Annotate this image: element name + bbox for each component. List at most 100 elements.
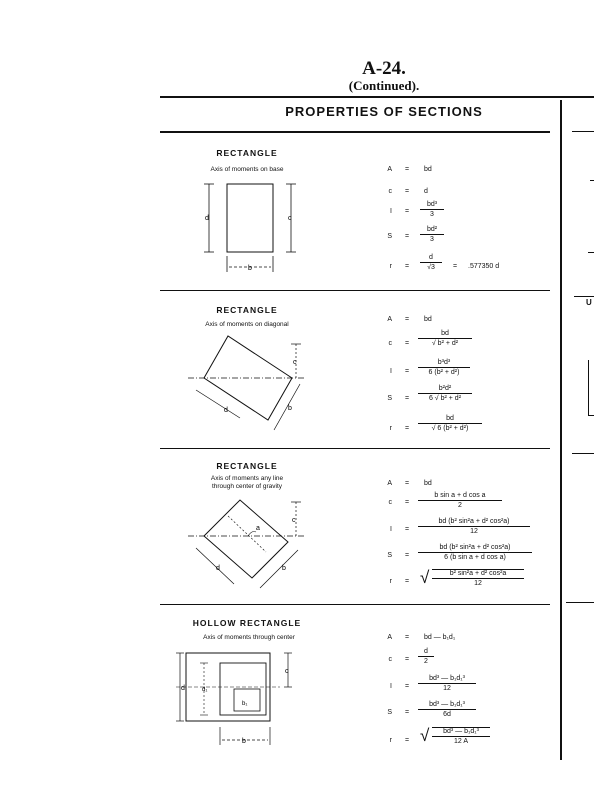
I-fraction: bd (b² sin²a + d² cos²a) 12 [418,518,530,535]
dim-b-label: b [288,405,292,412]
equals: = [404,634,410,641]
symbol-A: A [387,166,392,173]
A-value: bd [424,166,432,173]
section-2-figure: c d b [188,335,306,431]
dim-b-label: b [248,265,252,272]
dim-d1-label: d₁ [202,687,207,693]
r-denominator: 12 A [453,738,468,745]
equals: = [404,709,410,716]
symbol-I: I [390,683,392,690]
dim-c-label: c [293,359,297,366]
dim-c-label: c [285,668,289,675]
S-fraction: b²d² 6 √ b² + d² [418,385,472,402]
dim-b1-label: b₁ [242,701,247,707]
dim-d-label: d [181,685,185,692]
symbol-c: c [388,340,393,347]
right-edge-mark [574,296,594,297]
symbol-S: S [387,709,392,716]
A-value: bd [424,480,432,487]
right-edge-mark [572,453,594,454]
equals: = [404,166,410,173]
r-denominator: 12 [474,580,482,587]
section-3-title: RECTANGLE [216,461,278,471]
right-column-rule [560,100,562,760]
section-2-subtitle: Axis of moments on diagonal [205,321,289,328]
r-numerator: b² sin²a + d² cos²a [432,570,524,579]
page-number: A-24. [362,58,406,79]
dim-d-label: d [224,407,228,414]
S-denominator: 6d [443,711,451,718]
I-fraction: b³d³ 6 (b² + d²) [418,359,470,376]
sqrt-sign: √ [420,726,430,745]
section-4-figure: d d₁ c b₁ b [176,652,292,745]
dim-c-label: c [292,517,296,524]
section-3-figure: c a d b [188,499,304,589]
I-numerator: b³d³ [418,359,470,368]
page-title: PROPERTIES OF SECTIONS [285,104,483,119]
equals: = [404,578,410,585]
equals: = [404,425,410,432]
S-denominator: 6 (b sin a + d cos a) [444,554,506,561]
c-denominator: 2 [458,502,462,509]
section-4-subtitle: Axis of moments through center [203,634,295,641]
r-fraction: b² sin²a + d² cos²a 12 [432,569,524,587]
c-fraction: bd √ b² + d² [418,330,472,347]
section-4-title: HOLLOW RECTANGLE [192,618,302,628]
I-numerator: bd (b² sin²a + d² cos²a) [418,518,530,527]
c-numerator: d [418,648,434,657]
symbol-S: S [387,552,392,559]
c-numerator: bd [418,330,472,339]
dim-b-label: b [242,738,246,745]
S-numerator: bd² [420,226,444,235]
symbol-c: c [388,656,393,663]
symbol-r: r [389,578,392,585]
c-denominator: 2 [424,658,428,665]
I-denominator: 12 [443,685,451,692]
symbol-I: I [390,368,392,375]
approx-sign: = [452,263,458,270]
header-rule [160,96,594,98]
section-2-title: RECTANGLE [216,305,278,315]
r-decimal-value: .577350 d [468,263,500,270]
section-divider [160,604,550,605]
A-value: bd [424,316,432,323]
I-fraction: bd³ — b₁d₁³ 12 [418,675,476,692]
equals: = [404,395,410,402]
I-denominator: 3 [430,211,434,218]
section-3-subtitle-line-1: Axis of moments any line [210,475,284,482]
section-1-figure: d c b [204,183,296,272]
S-fraction: bd (b² sin²a + d² cos²a) 6 (b sin a + d … [418,544,532,561]
section-1-title: RECTANGLE [216,148,278,158]
A-value: bd — b₁d₁ [424,634,456,641]
right-edge-mark [588,415,594,416]
equals: = [404,188,410,195]
I-denominator: 12 [470,528,478,535]
equals: = [404,552,410,559]
equals: = [404,368,410,375]
S-numerator: bd³ — b₁d₁³ [418,701,476,710]
S-denominator: 3 [430,236,434,243]
S-fraction: bd² 3 [420,226,444,243]
right-edge-mark [572,131,594,132]
right-edge-mark [566,602,594,603]
S-denominator: 6 √ b² + d² [428,395,462,402]
symbol-r: r [389,425,392,432]
symbol-S: S [387,395,392,402]
section-1-subtitle: Axis of moments on base [210,166,284,173]
symbol-I: I [390,208,392,215]
c-numerator: b sin a + d cos a [418,492,502,501]
r-fraction: d √3 [420,254,442,271]
r-numerator: d [420,254,442,263]
S-fraction: bd³ — b₁d₁³ 6d [418,701,476,718]
I-numerator: bd³ [420,201,444,210]
equals: = [404,737,410,744]
symbol-I: I [390,526,392,533]
S-numerator: b²d² [418,385,472,394]
angle-a-label: a [256,525,260,532]
r-numerator: bd [418,415,482,424]
dim-d-label: d [205,215,209,222]
sqrt-sign: √ [420,568,430,587]
dim-d-label: d [216,565,220,572]
equals: = [404,656,410,663]
continued-label: (Continued). [348,78,420,93]
